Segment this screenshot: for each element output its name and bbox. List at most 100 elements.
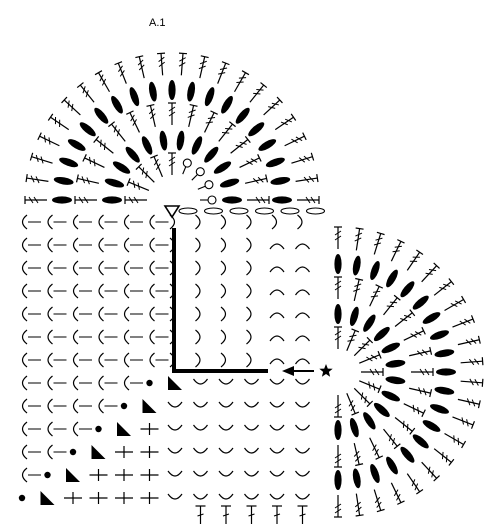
chain-arc xyxy=(149,283,155,299)
treble-crochet xyxy=(187,103,198,128)
puff-stitch xyxy=(248,122,265,137)
chain-arc xyxy=(167,401,183,408)
chain-arc xyxy=(193,447,208,454)
treble-crochet xyxy=(233,70,250,93)
chain-arc xyxy=(47,398,53,414)
chain-arc xyxy=(269,266,285,273)
puff-stitch xyxy=(67,139,86,151)
puff-stitch xyxy=(363,412,376,430)
puff-stitch xyxy=(204,87,215,107)
chain-arc xyxy=(295,358,310,365)
treble-crochet xyxy=(218,121,236,142)
treble-crochet xyxy=(421,461,440,482)
puff-stitch xyxy=(222,196,242,204)
chain-arc xyxy=(21,398,28,414)
puff-stitch xyxy=(191,136,203,155)
treble-crochet xyxy=(221,505,231,524)
chain-arc xyxy=(220,283,227,299)
chain-arc xyxy=(167,424,183,431)
treble-crochet xyxy=(94,70,111,93)
chain-arc xyxy=(269,447,285,454)
treble-crochet xyxy=(156,52,166,76)
puff-stitch xyxy=(430,330,449,340)
puff-stitch xyxy=(370,261,380,280)
puff-stitch xyxy=(412,295,429,310)
treble-crochet xyxy=(406,249,424,271)
treble-crochet xyxy=(390,482,405,505)
cross-stitch xyxy=(140,423,159,435)
treble-crochet xyxy=(93,136,114,154)
cross-stitch xyxy=(115,469,133,481)
chain-arc xyxy=(195,214,201,230)
chain-arc xyxy=(269,289,285,296)
chain-arc xyxy=(295,447,310,454)
chain-arc xyxy=(149,260,155,276)
puff-stitch xyxy=(400,446,415,463)
treble-crochet xyxy=(195,505,206,524)
dot-stitch xyxy=(44,471,51,479)
treble-crochet xyxy=(460,357,484,366)
treble-crochet xyxy=(230,136,251,154)
chain-arc xyxy=(21,329,28,345)
chain-arc xyxy=(47,214,53,230)
chain-arc xyxy=(47,283,53,299)
dot-stitch xyxy=(18,494,26,502)
chain-arc xyxy=(218,493,234,500)
puff-stitch xyxy=(334,254,342,274)
chain-arc xyxy=(72,214,79,230)
chain-arc xyxy=(123,375,130,391)
treble-crochet xyxy=(346,393,360,416)
chain-stitch xyxy=(229,207,249,215)
puff-stitch xyxy=(111,95,123,114)
puff-stitch xyxy=(422,420,441,432)
chain-arc xyxy=(47,352,53,368)
treble-crochet xyxy=(168,152,176,175)
puff-stitch xyxy=(381,342,400,354)
chain-arc xyxy=(21,237,28,253)
puff-stitch xyxy=(386,456,398,475)
chain-arc xyxy=(246,237,252,253)
chain-arc xyxy=(193,470,208,477)
slip-stitch xyxy=(197,180,214,190)
chain-arc xyxy=(123,352,130,368)
slip-stitch xyxy=(191,167,205,181)
treble-crochet xyxy=(383,428,401,450)
chain-arc xyxy=(98,398,104,414)
chain-stitch xyxy=(203,207,224,215)
corner-triangle xyxy=(142,399,157,413)
chain-arc xyxy=(98,214,104,230)
treble-crochet xyxy=(457,335,481,346)
treble-crochet xyxy=(284,132,307,147)
treble-crochet xyxy=(390,239,405,262)
chain-arc xyxy=(21,306,28,322)
treble-crochet xyxy=(346,328,360,351)
chain-arc xyxy=(21,214,28,230)
treble-crochet xyxy=(457,398,481,409)
chain-arc xyxy=(47,237,53,253)
chain-arc xyxy=(220,214,227,230)
treble-crochet xyxy=(403,326,426,341)
chain-arc xyxy=(72,237,79,253)
chain-arc xyxy=(269,358,285,365)
cross-stitch xyxy=(64,492,82,504)
corner-triangle xyxy=(91,445,106,459)
treble-crochet xyxy=(373,489,385,513)
chain-arc xyxy=(244,378,259,385)
chain-arc xyxy=(295,335,310,342)
chain-arc xyxy=(72,352,79,368)
puff-stitch xyxy=(412,434,429,449)
puff-stitch xyxy=(159,130,168,151)
chain-arc xyxy=(72,398,79,414)
treble-crochet xyxy=(444,432,467,449)
slip-stitch xyxy=(200,195,217,205)
chain-arc xyxy=(98,283,104,299)
treble-crochet xyxy=(403,403,426,418)
chain-arc xyxy=(269,243,285,250)
chain-arc xyxy=(21,283,28,299)
treble-crochet xyxy=(334,495,342,518)
treble-crochet xyxy=(135,163,155,183)
chain-arc xyxy=(47,329,53,345)
puff-stitch xyxy=(400,281,415,298)
chain-arc xyxy=(123,214,130,230)
dot-stitch xyxy=(69,448,77,456)
